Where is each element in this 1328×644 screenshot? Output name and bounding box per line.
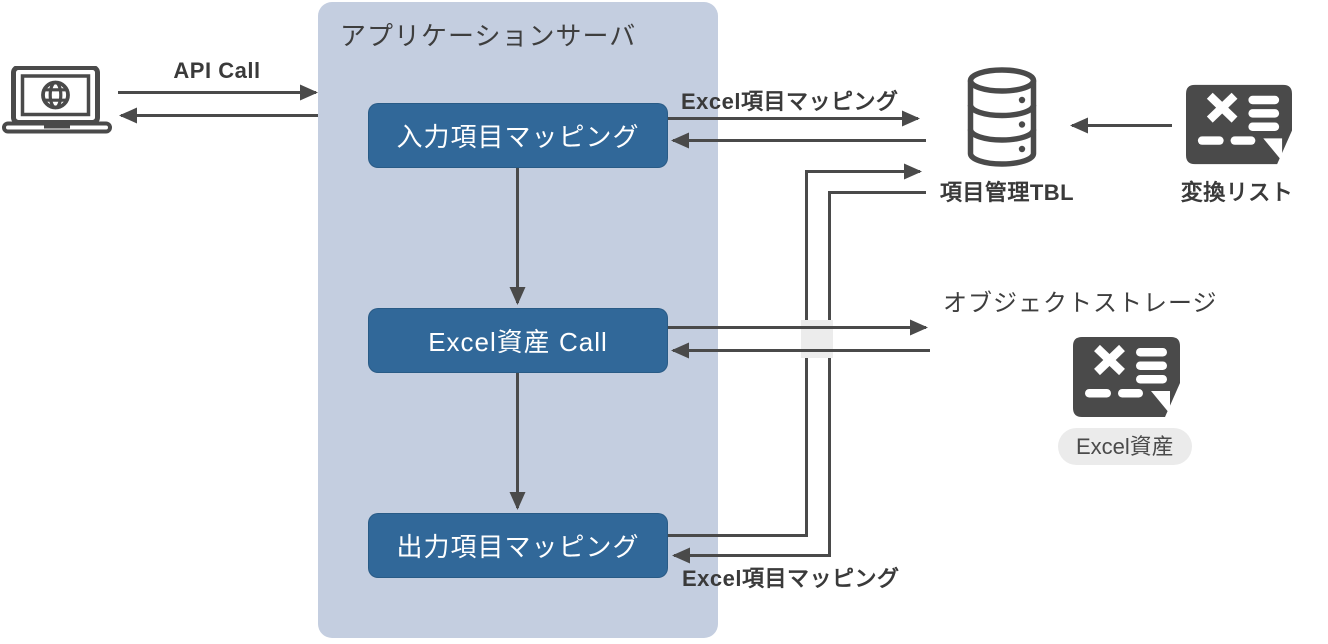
excel-mapping-bottom-label: Excel項目マッピング [682,566,900,591]
db-table-label: 項目管理TBL [939,180,1075,205]
box-output-mapping: 出力項目マッピング [368,513,668,578]
api-call-label: API Call [173,58,261,83]
arrow-output-mapping-to-db [668,163,922,537]
conversion-list-label: 変換リスト [1180,180,1294,205]
excel-mapping-top-label: Excel項目マッピング [681,89,899,114]
arrow-db-to-output-mapping [672,191,926,564]
excel-asset-badge: Excel資産 [1058,428,1192,465]
database-cylinder-icon [967,67,1037,167]
box-input-mapping-label: 入力項目マッピング [396,122,640,152]
box-excel-asset-call: Excel資産 Call [368,308,668,373]
line-crossing-patch [801,320,833,358]
box-excel-asset-call-label: Excel資産 Call [428,327,608,357]
conversion-list-excel-file-icon [1186,84,1292,165]
box-output-mapping-label: 出力項目マッピング [396,532,640,562]
laptop-globe-icon [2,66,112,134]
object-storage-label: オブジェクトストレージ [943,290,1218,317]
excel-asset-file-icon [1073,337,1180,417]
app-server-title: アプリケーションサーバ [340,21,637,51]
box-input-mapping: 入力項目マッピング [368,103,668,168]
